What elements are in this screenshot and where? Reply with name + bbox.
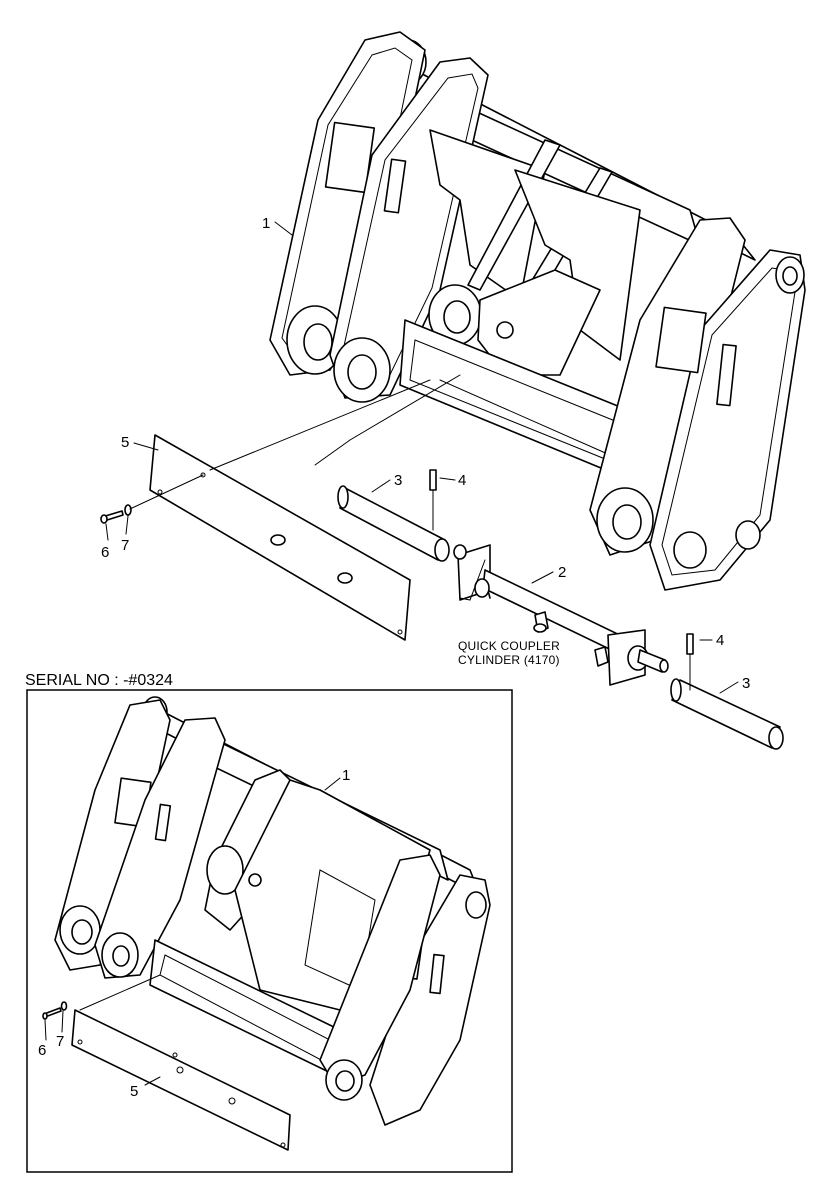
roll-pin-right xyxy=(686,633,694,691)
quick-coupler-frame-main xyxy=(269,31,806,591)
callout-7-main: 7 xyxy=(121,537,129,554)
callout-4-main-right: 4 xyxy=(716,632,724,649)
washer-inset xyxy=(60,1001,68,1011)
cover-plate-main xyxy=(149,434,411,641)
bolt-inset xyxy=(42,1007,62,1020)
callout-2-main: 2 xyxy=(558,564,566,581)
washer-main xyxy=(124,504,132,516)
callout-3-main-right: 3 xyxy=(742,675,750,692)
bolt-main xyxy=(100,510,124,524)
pin-main-right xyxy=(670,678,784,750)
callout-6-main: 6 xyxy=(101,544,109,561)
serial-number-label: SERIAL NO : -#0324 xyxy=(25,672,173,689)
callout-5-main: 5 xyxy=(121,434,129,451)
callout-7-inset: 7 xyxy=(56,1033,64,1050)
callout-6-inset: 6 xyxy=(38,1042,46,1059)
roll-pin-left xyxy=(429,469,437,531)
quick-coupler-frame-inset xyxy=(54,696,491,1126)
cylinder-note-line1: QUICK COUPLER xyxy=(458,639,560,653)
cover-plate-inset xyxy=(71,1009,291,1151)
quick-coupler-cylinder xyxy=(453,544,669,686)
callout-4-main-left: 4 xyxy=(458,472,466,489)
callout-5-inset: 5 xyxy=(130,1083,138,1100)
pin-main-left xyxy=(337,485,450,562)
leader-plate-top xyxy=(209,379,431,471)
inset-frame xyxy=(26,689,513,1173)
callout-3-main-left: 3 xyxy=(394,472,402,489)
callout-1-main: 1 xyxy=(262,215,270,232)
cylinder-note-line2: CYLINDER (4170) xyxy=(458,653,560,667)
callout-1-inset: 1 xyxy=(342,767,350,784)
